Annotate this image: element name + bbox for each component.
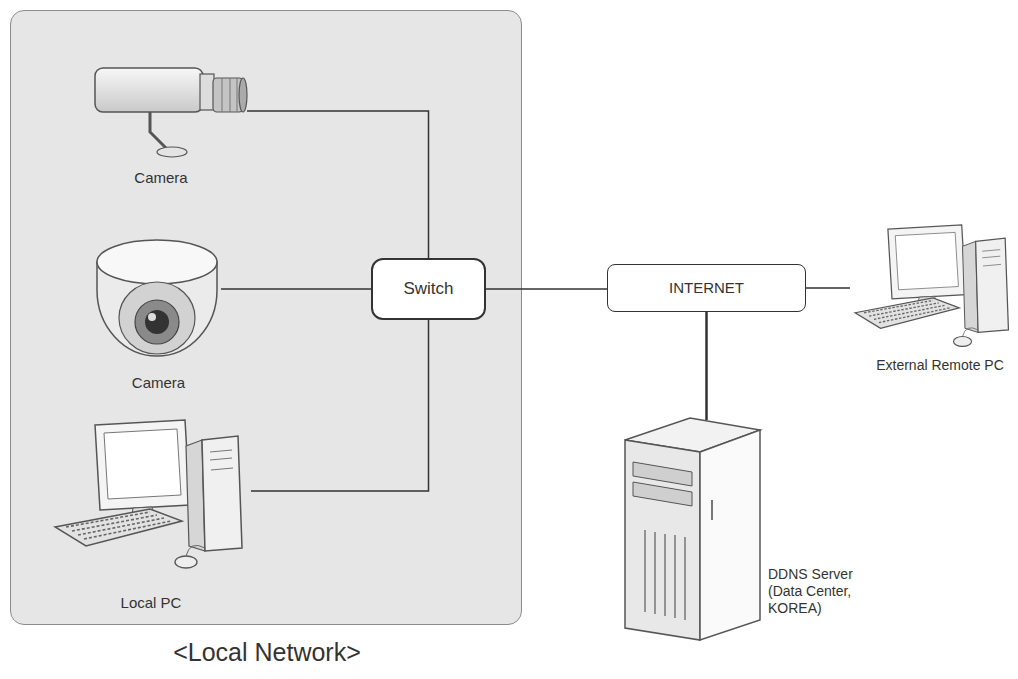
camera-device: Camera [96,233,221,398]
server-icon [625,418,760,640]
network-link [705,312,708,420]
remote-pc-icon [855,225,1008,346]
server-front [625,440,700,640]
network-area: <Local Network>CameraCameraSwitchLocal P… [10,10,522,625]
server-top [625,418,760,452]
node-label: Switch [403,279,453,299]
node-label: INTERNET [669,279,744,297]
server-side [700,430,760,640]
node-label: External Remote PC [850,357,1018,374]
node-label: Local PC [51,594,251,612]
camera-device: Camera [89,61,247,191]
network-link [806,287,850,289]
drive-bays [633,462,692,506]
server-device: DDNS Server (Data Center, KOREA) [622,420,902,642]
node-label: <Local Network> [11,637,523,667]
pc-device: Local PC [51,416,251,616]
server-grille [645,530,685,620]
node-label: DDNS Server (Data Center, KOREA) [768,566,868,616]
node-label: Camera [96,374,221,392]
internet-box: INTERNET [607,264,806,312]
pc-device: External Remote PC [850,220,1015,380]
switch-box: Switch [371,258,486,320]
node-label: Camera [89,169,233,187]
server-handle [711,500,713,520]
